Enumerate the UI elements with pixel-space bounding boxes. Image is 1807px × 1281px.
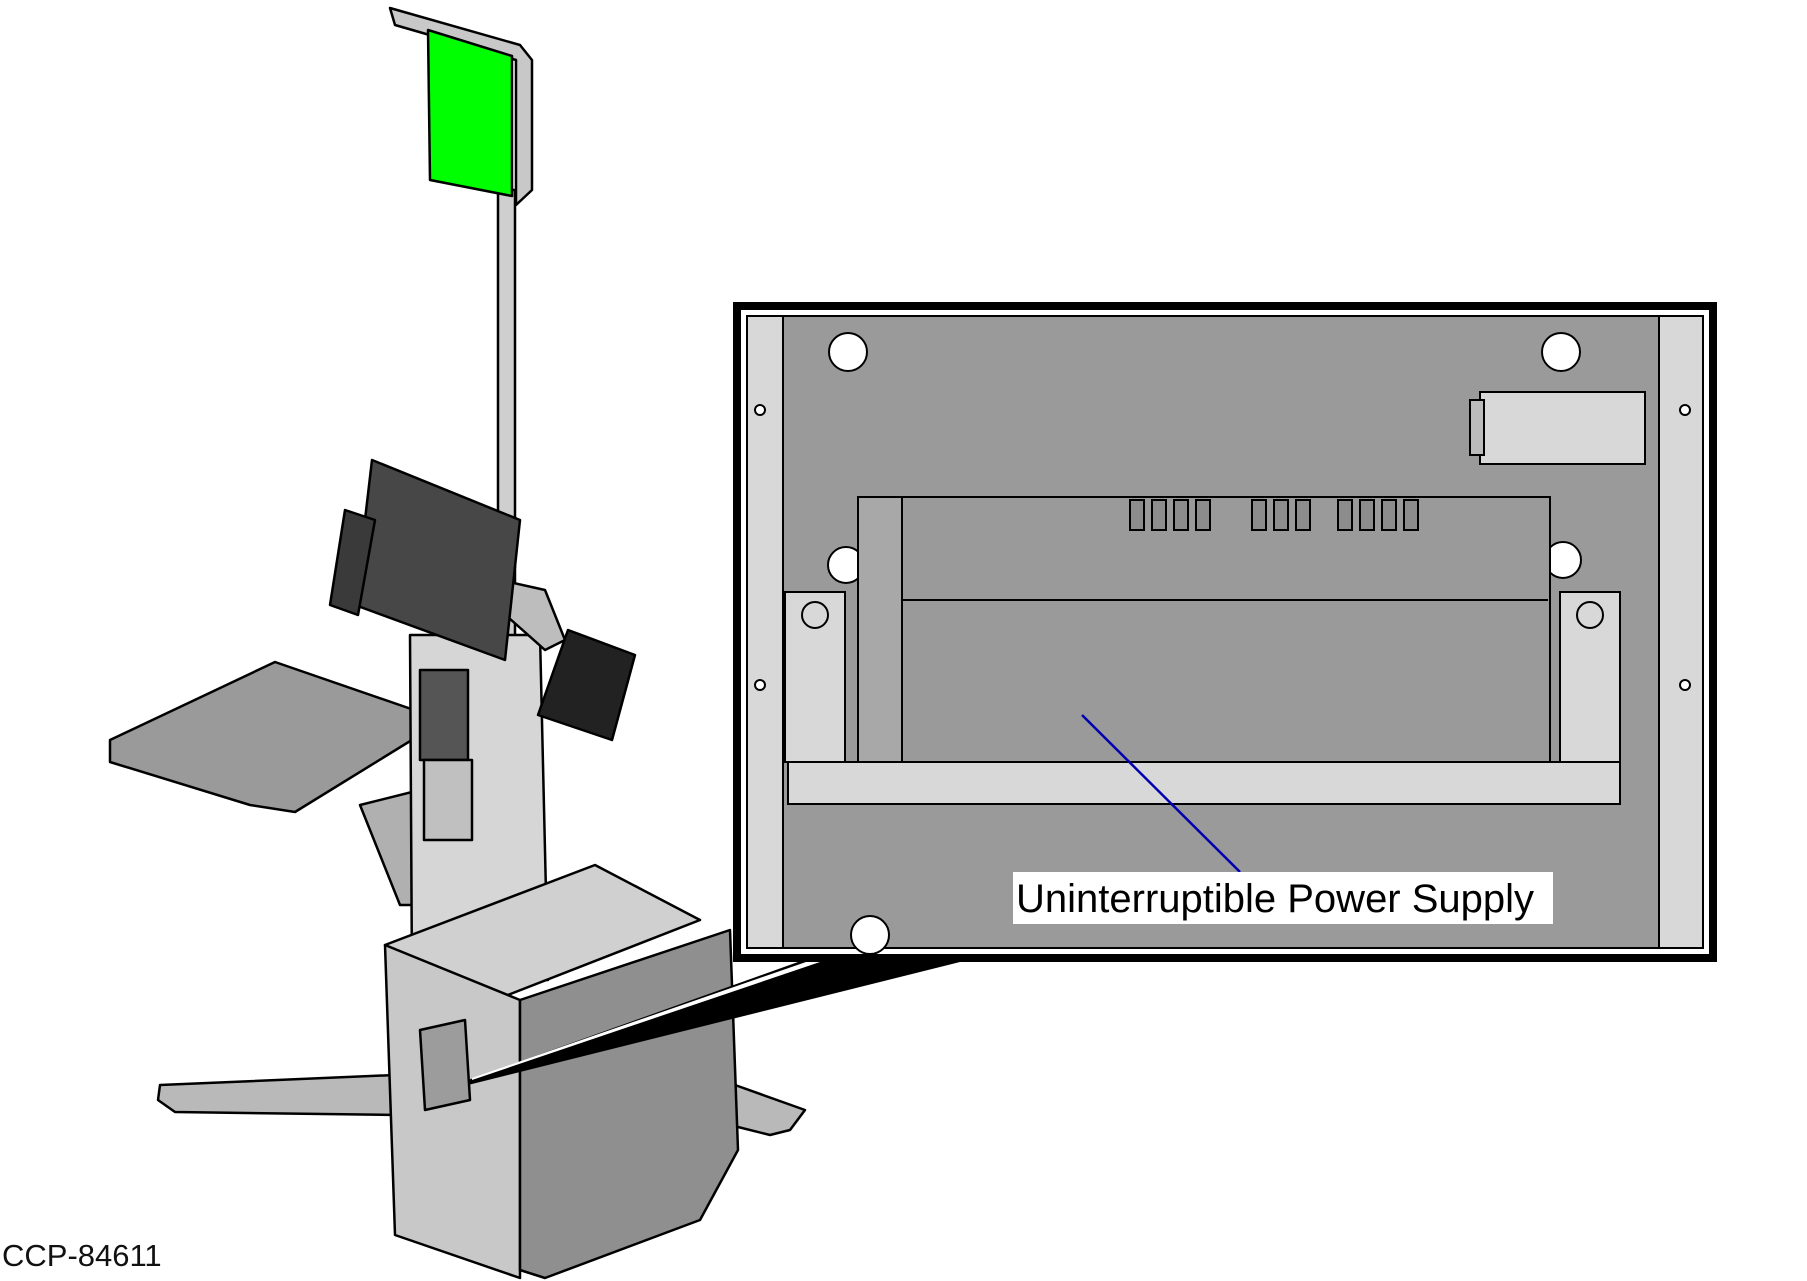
mounting-holes	[754, 404, 1691, 691]
monitor	[353, 458, 522, 662]
pin-pad	[422, 758, 474, 842]
sign-bracket	[388, 6, 534, 207]
keyhole-slots	[827, 332, 1582, 955]
callout-connector	[468, 957, 980, 1085]
keyhole-top-right	[1541, 332, 1581, 372]
ups-unit-small	[418, 1018, 472, 1112]
cabinet-frame	[383, 943, 522, 1280]
ups-vents	[1129, 499, 1419, 531]
base-foot-right	[728, 1083, 807, 1137]
figure-id: CCP-84611	[2, 1238, 162, 1273]
kiosk-illustration	[108, 6, 807, 1280]
small-module	[1479, 391, 1646, 465]
callout-box: Uninterruptible Power Supply	[733, 302, 1717, 962]
scanner-module	[536, 628, 637, 742]
handheld-scanner	[328, 508, 377, 617]
keyhole-top-left	[828, 332, 868, 372]
sign-light	[426, 28, 514, 198]
card-reader	[418, 668, 470, 762]
cabinet-door	[518, 928, 740, 1280]
callout-label-bg	[1013, 872, 1553, 924]
ups-body	[857, 496, 1551, 763]
keyhole-bottom-left	[850, 915, 890, 955]
callout-label: Uninterruptible Power Supply	[1016, 877, 1534, 921]
side-shelf	[108, 660, 422, 814]
callout-frame-left	[746, 315, 784, 949]
ups-shelf	[787, 761, 1621, 805]
base-foot-left	[156, 1073, 400, 1117]
leader-line	[1081, 714, 1241, 873]
